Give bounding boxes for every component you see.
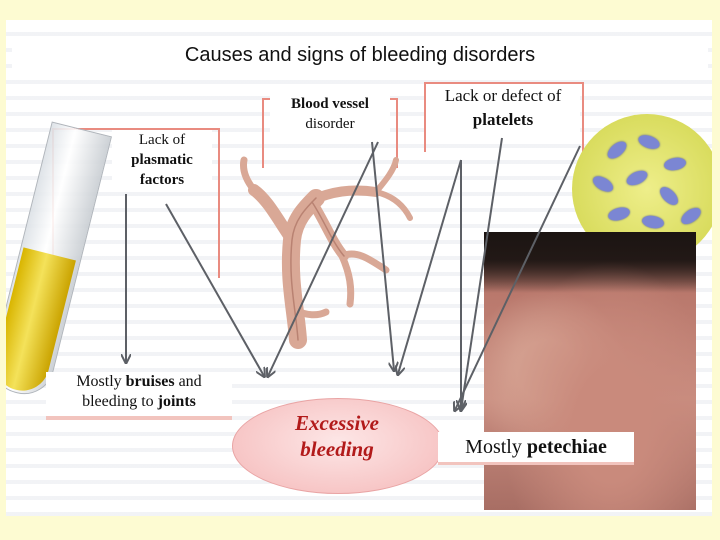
sign-bruises-bold: bruises — [125, 373, 175, 390]
excessive-line2: bleeding — [300, 437, 374, 461]
cause-vessel-line2: disorder — [305, 116, 355, 132]
frame-platelets — [424, 82, 584, 152]
excessive-bleeding-ellipse — [232, 398, 444, 494]
sign-joints-bold: joints — [157, 393, 196, 410]
cause-platelets-line1: Lack or defect of — [444, 86, 562, 105]
arrows — [126, 137, 581, 410]
sign-petechiae-prefix: Mostly — [465, 436, 527, 458]
sign-bruises-joints: Mostly bruises and bleeding to joints — [46, 372, 232, 420]
cause-plasmatic-line1: Lack of — [138, 132, 186, 148]
cause-plasmatic-line3: factors — [139, 172, 185, 188]
diagram-graphics — [6, 137, 581, 516]
sign-petechiae-bold: petechiae — [526, 436, 607, 458]
sign-bruises-prefix: Mostly — [76, 373, 126, 390]
excessive-bleeding-label: Excessive bleeding — [252, 410, 422, 462]
excessive-line1: Excessive — [295, 411, 379, 435]
petechiae-photo-shadow — [484, 232, 696, 292]
cause-plasmatic-factors: Lack of plasmatic factors — [112, 130, 212, 190]
cause-platelets: Lack or defect of platelets — [426, 84, 580, 132]
sign-bruises-line2: bleeding to joints — [46, 392, 232, 412]
sign-petechiae: Mostly petechiae — [438, 432, 634, 465]
cause-plasmatic-line2: plasmatic — [131, 152, 193, 168]
sign-bruises-line1: Mostly bruises and — [46, 372, 232, 392]
sign-bruises-middle: and — [174, 373, 202, 390]
slide-title: Causes and signs of bleeding disorders — [12, 38, 708, 72]
cause-platelets-line2: platelets — [472, 110, 534, 129]
cause-vessel-line1: Blood vessel — [291, 96, 369, 112]
cause-blood-vessel-disorder: Blood vessel disorder — [270, 94, 390, 134]
slide: Causes and signs of bleeding disorders — [6, 20, 712, 516]
sign-joints-prefix: bleeding to — [82, 393, 158, 410]
